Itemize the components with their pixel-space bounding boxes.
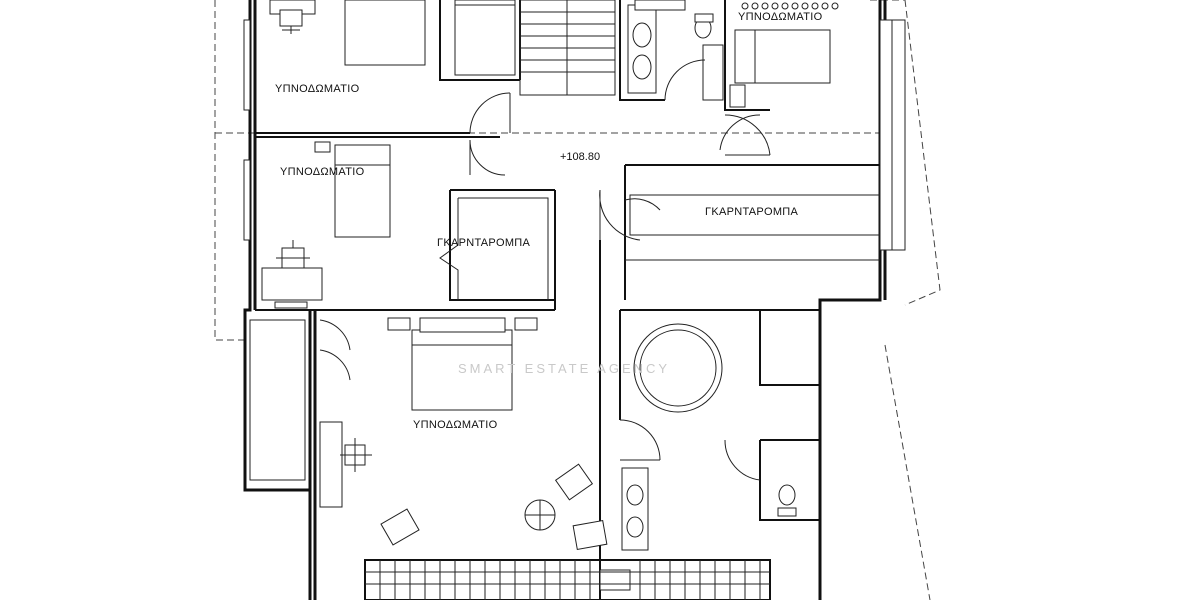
bed: [344, 0, 426, 66]
room-label-bedroom-mid-left: ΥΠΝΟΔΩΜΑΤΙΟ: [280, 166, 365, 178]
bed: [334, 144, 391, 238]
wc-lower: [724, 439, 820, 521]
desk: [319, 421, 343, 508]
wardrobe-left: [439, 189, 555, 301]
sink-strip: [621, 467, 649, 551]
room-label-wardrobe-right: ΓΚΑΡΝΤΑΡΟΜΠΑ: [705, 206, 799, 218]
level-mark: +108.80: [560, 151, 600, 163]
bed: [734, 29, 831, 84]
room-label-bedroom-top-right: ΥΠΝΟΔΩΜΑΤΙΟ: [738, 11, 823, 23]
double-bed: [411, 329, 513, 411]
chairs: [741, 2, 839, 10]
stair-treads: [519, 0, 616, 96]
room-label-wardrobe-left: ΓΚΑΡΝΤΑΡΟΜΠΑ: [437, 237, 531, 249]
toilet: [778, 484, 796, 506]
desk-chair: [340, 438, 372, 472]
stairs: [454, 0, 616, 96]
windows: [243, 19, 906, 481]
railing-grid: [365, 560, 770, 600]
lounge-chairs: [380, 463, 608, 551]
room-label-bedroom-top-left: ΥΠΝΟΔΩΜΑΤΙΟ: [275, 83, 360, 95]
balcony-railing: [364, 559, 771, 600]
bedroom-mid-left: [255, 136, 556, 311]
bedroom-top-left: [255, 0, 520, 134]
watermark: SMART ESTATE AGENCY: [458, 361, 670, 376]
wardrobe-right: [624, 164, 881, 300]
room-label-bedroom-master: ΥΠΝΟΔΩΜΑΤΙΟ: [413, 419, 498, 431]
sink: [632, 54, 652, 80]
bathroom-master: [619, 309, 820, 461]
bedroom-master: [319, 240, 608, 600]
wardrobe-door: [599, 189, 641, 241]
sink: [632, 22, 652, 48]
round-tub: [633, 323, 723, 413]
sink: [626, 484, 644, 506]
corridor-doors: [469, 114, 761, 176]
desk: [261, 267, 323, 301]
sink: [626, 516, 644, 538]
bathroom-top: [619, 0, 726, 101]
bedroom-top-right: [724, 0, 839, 156]
desk-chair: [269, 0, 316, 34]
desk-chair: [276, 240, 310, 269]
